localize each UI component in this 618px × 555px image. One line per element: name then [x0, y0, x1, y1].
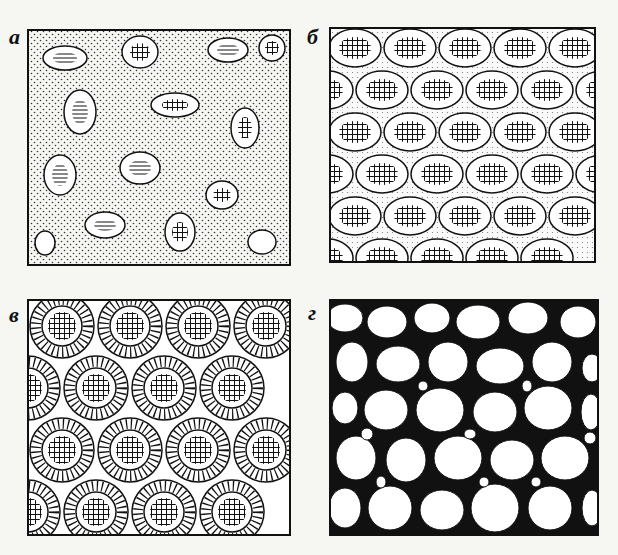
panel-letter: а — [9, 26, 20, 48]
panel-letter: в — [9, 304, 19, 326]
panel-letter: б — [307, 26, 318, 48]
panel-letter: г — [308, 302, 316, 324]
